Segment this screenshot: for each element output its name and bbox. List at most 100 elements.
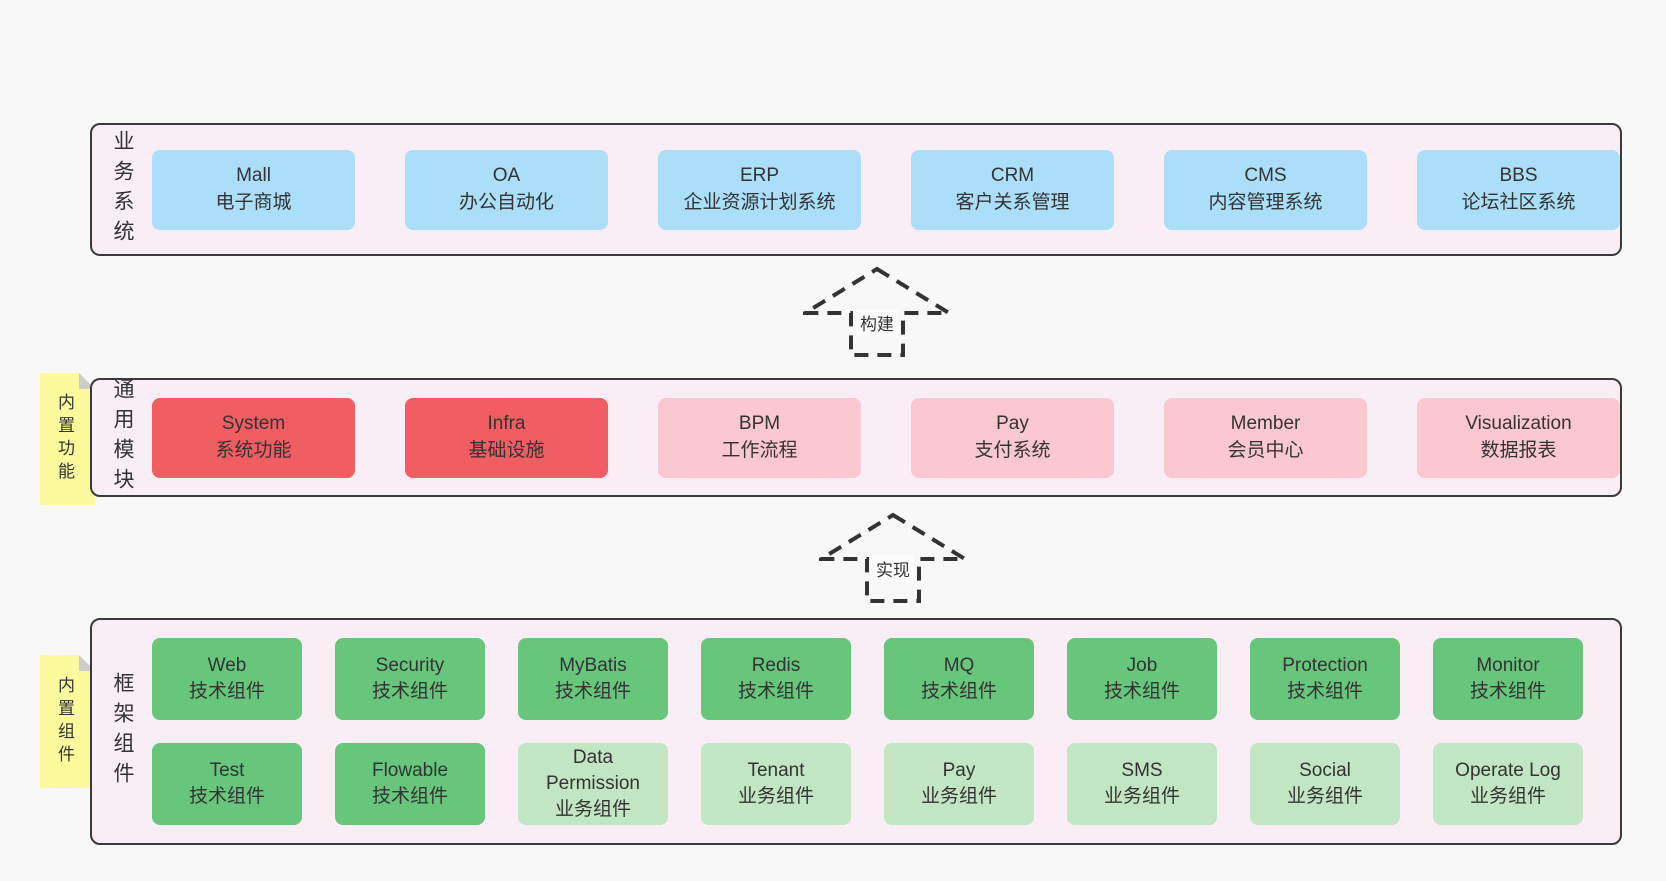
box-desc: 数据报表	[1480, 439, 1557, 461]
build-arrow-label: 构建	[856, 309, 898, 336]
box-desc: 论坛社区系统	[1461, 191, 1576, 213]
builtin-functions-note: 内置功能	[40, 373, 95, 505]
business-systems-gutter: 业务系统	[92, 125, 152, 254]
build-arrow: 构建	[803, 266, 951, 358]
box-desc: 技术组件	[920, 681, 997, 702]
box-desc: 技术组件	[371, 681, 448, 702]
box-bpm: BPM 工作流程	[658, 397, 861, 478]
builtin-components-note: 内置组件	[40, 655, 95, 788]
box-name: CMS	[1244, 165, 1287, 187]
box-desc: 技术组件	[1286, 681, 1363, 702]
box-erp: ERP 企业资源计划系统	[658, 149, 861, 230]
box-mq: MQ 技术组件	[884, 638, 1034, 720]
box-desc: 系统功能	[215, 439, 292, 461]
framework-components-gutter: 框架组件	[92, 620, 152, 843]
box-oa: OA 办公自动化	[405, 149, 608, 230]
box-mall: Mall 电子商城	[152, 149, 355, 230]
box-name: Test	[209, 759, 245, 781]
box-desc: 技术组件	[371, 786, 448, 807]
box-name: MQ	[943, 654, 975, 676]
box-desc: 办公自动化	[458, 191, 554, 213]
framework-row-1: Web 技术组件 Security 技术组件 MyBatis 技术组件 Redi…	[152, 638, 1583, 720]
box-operate-log: Operate Log 业务组件	[1433, 743, 1583, 825]
box-visualization: Visualization 数据报表	[1417, 397, 1620, 478]
box-pay-component: Pay 业务组件	[884, 743, 1034, 825]
box-flowable: Flowable 技术组件	[335, 743, 485, 825]
box-name: Visualization	[1465, 413, 1572, 435]
box-desc: 业务组件	[554, 799, 631, 821]
box-desc: 技术组件	[554, 681, 631, 702]
box-desc: 业务组件	[1469, 786, 1546, 807]
box-test: Test 技术组件	[152, 743, 302, 825]
box-desc: 业务组件	[920, 786, 997, 807]
box-monitor: Monitor 技术组件	[1433, 638, 1583, 720]
box-data-permission: Data Permission 业务组件	[518, 743, 668, 825]
box-system: System 系统功能	[152, 397, 355, 478]
up-arrow-icon	[819, 512, 967, 603]
framework-components-label: 框架组件	[111, 671, 134, 792]
box-name: Security	[375, 654, 445, 676]
box-name: Flowable	[371, 759, 449, 781]
box-desc: 业务组件	[1103, 786, 1180, 807]
box-desc: 技术组件	[1469, 681, 1546, 702]
framework-components-grid: Web 技术组件 Security 技术组件 MyBatis 技术组件 Redi…	[152, 620, 1620, 843]
common-modules-panel: 通用模块 System 系统功能 Infra 基础设施 BPM 工作流程 Pay…	[90, 378, 1622, 498]
implement-arrow-label: 实现	[872, 555, 914, 582]
common-modules-boxes: System 系统功能 Infra 基础设施 BPM 工作流程 Pay 支付系统…	[152, 380, 1620, 495]
builtin-functions-note-text: 内置功能	[55, 393, 74, 485]
box-name: Job	[1126, 654, 1158, 676]
box-desc: 技术组件	[188, 786, 265, 807]
box-name: Data Permission	[546, 746, 640, 794]
box-name: Redis	[751, 654, 801, 676]
box-social: Social 业务组件	[1250, 743, 1400, 825]
box-name: BPM	[738, 413, 781, 435]
box-desc: 技术组件	[737, 681, 814, 702]
box-name: Web	[207, 654, 247, 676]
box-name: ERP	[739, 165, 780, 187]
box-name: Social	[1299, 759, 1351, 781]
box-name: SMS	[1121, 759, 1163, 781]
business-systems-panel: 业务系统 Mall 电子商城 OA 办公自动化 ERP 企业资源计划系统 CRM…	[90, 123, 1622, 256]
box-name: Mall	[236, 165, 271, 187]
box-desc: 技术组件	[188, 681, 265, 702]
box-name: CRM	[990, 165, 1035, 187]
box-name: Member	[1230, 413, 1301, 435]
box-name: Monitor	[1476, 654, 1540, 676]
box-redis: Redis 技术组件	[701, 638, 851, 720]
box-desc: 会员中心	[1227, 439, 1304, 461]
box-job: Job 技术组件	[1067, 638, 1217, 720]
box-name: Pay	[942, 759, 976, 781]
box-sms: SMS 业务组件	[1067, 743, 1217, 825]
box-desc: 支付系统	[974, 439, 1051, 461]
box-name: Infra	[487, 413, 526, 435]
box-desc: 基础设施	[468, 439, 545, 461]
framework-components-panel: 框架组件 Web 技术组件 Security 技术组件 MyBatis 技术组件…	[90, 618, 1622, 845]
box-member: Member 会员中心	[1164, 397, 1367, 478]
box-web: Web 技术组件	[152, 638, 302, 720]
box-pay-module: Pay 支付系统	[911, 397, 1114, 478]
box-security: Security 技术组件	[335, 638, 485, 720]
box-cms: CMS 内容管理系统	[1164, 149, 1367, 230]
up-arrow-icon	[803, 266, 951, 357]
box-name: Protection	[1282, 654, 1368, 676]
box-tenant: Tenant 业务组件	[701, 743, 851, 825]
box-protection: Protection 技术组件	[1250, 638, 1400, 720]
box-name: Tenant	[747, 759, 805, 781]
box-desc: 业务组件	[737, 786, 814, 807]
box-crm: CRM 客户关系管理	[911, 149, 1114, 230]
box-desc: 客户关系管理	[955, 191, 1070, 213]
box-desc: 技术组件	[1103, 681, 1180, 702]
box-name: Operate Log	[1455, 759, 1561, 781]
box-desc: 企业资源计划系统	[683, 191, 836, 213]
box-bbs: BBS 论坛社区系统	[1417, 149, 1620, 230]
framework-row-2: Test 技术组件 Flowable 技术组件 Data Permission …	[152, 743, 1583, 825]
common-modules-gutter: 通用模块	[92, 378, 152, 498]
box-name: Pay	[996, 413, 1029, 435]
implement-arrow: 实现	[819, 512, 967, 604]
box-desc: 工作流程	[721, 439, 798, 461]
box-name: BBS	[1499, 165, 1538, 187]
box-name: OA	[492, 165, 521, 187]
box-desc: 业务组件	[1286, 786, 1363, 807]
box-desc: 电子商城	[215, 191, 292, 213]
